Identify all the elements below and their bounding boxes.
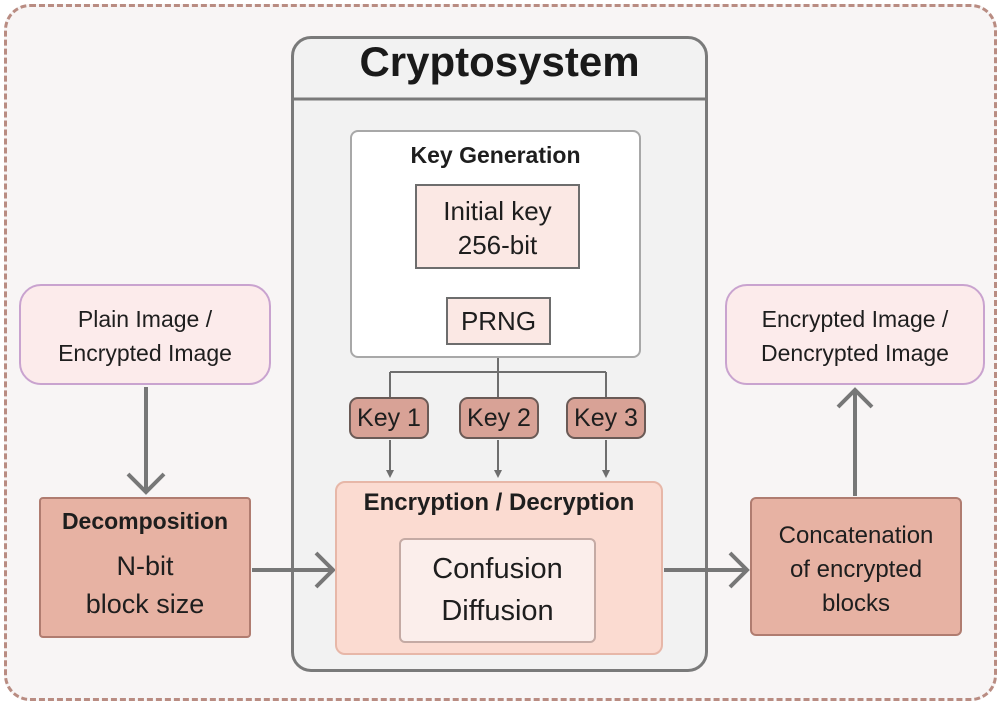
output-image-line-1: Encrypted Image / [761, 306, 949, 332]
output-image-line-2: Dencrypted Image [761, 340, 949, 366]
key-generation-title: Key Generation [410, 142, 581, 168]
initial-key-line-2: 256-bit [457, 230, 538, 260]
decomposition-line-2: block size [85, 589, 205, 619]
decomposition-line-1: N-bit [116, 551, 174, 581]
initial-key-box: Initial key 256-bit [415, 184, 580, 269]
cryptosystem-title: Cryptosystem [359, 38, 640, 85]
key-2-box: Key 2 [459, 397, 539, 439]
concatenation-box: Concatenation of encrypted blocks [750, 497, 962, 636]
decomposition-title: Decomposition [61, 508, 229, 534]
prng-box: PRNG [446, 297, 551, 345]
encryption-decryption-title: Encryption / Decryption [363, 489, 635, 516]
input-image-box: Plain Image / Encrypted Image [19, 284, 271, 385]
confusion-diffusion-box: Confusion Diffusion [399, 538, 596, 643]
input-image-line-2: Encrypted Image [58, 340, 232, 366]
concatenation-line-3: blocks [821, 590, 891, 617]
input-image-line-1: Plain Image / [77, 306, 213, 332]
key-1-box: Key 1 [349, 397, 429, 439]
initial-key-line-1: Initial key [443, 196, 552, 226]
concatenation-line-2: of encrypted [789, 556, 923, 583]
confusion-label: Confusion [432, 553, 563, 585]
decomposition-body: N-bit block size [39, 547, 251, 623]
concatenation-line-1: Concatenation [778, 522, 934, 549]
decomposition-box [39, 497, 251, 638]
diffusion-label: Diffusion [441, 595, 554, 627]
key-3-box: Key 3 [566, 397, 646, 439]
output-image-box: Encrypted Image / Dencrypted Image [725, 284, 985, 385]
